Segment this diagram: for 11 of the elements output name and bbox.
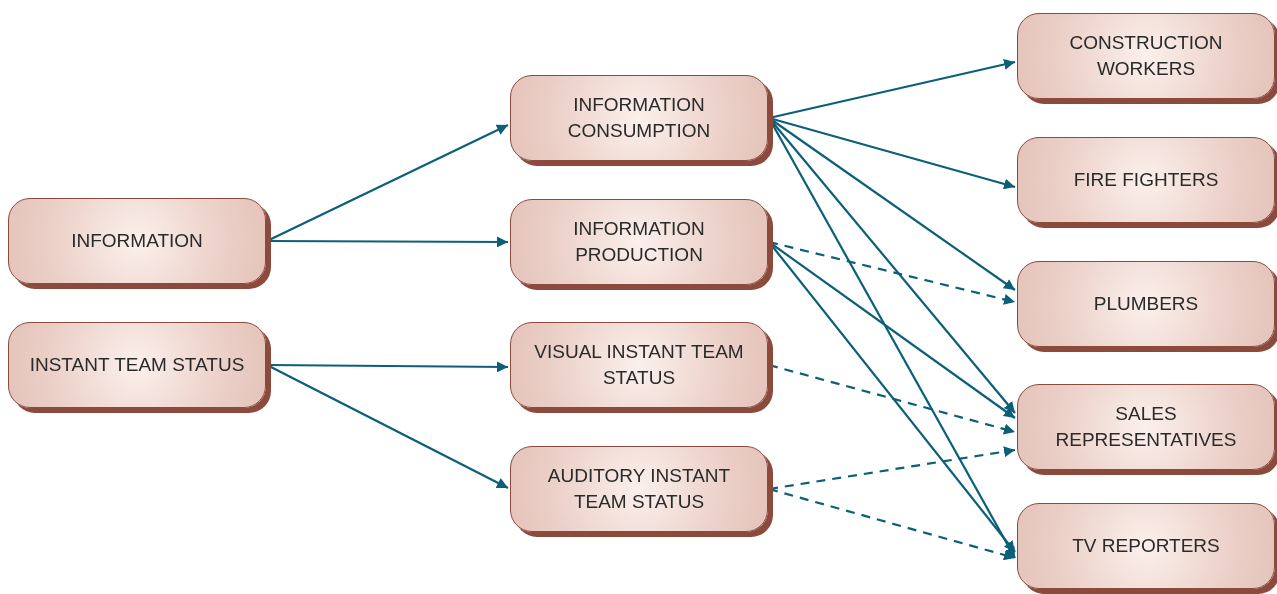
box-label: PLUMBERS [1093, 292, 1199, 316]
box-label: INFORMATION CONSUMPTION [566, 93, 712, 143]
box-label: SALES REPRESENTATIVES [1054, 402, 1238, 452]
box-label: INFORMATION PRODUCTION [572, 217, 706, 267]
box-label: INSTANT TEAM STATUS [29, 353, 245, 377]
box-label: CONSTRUCTION WORKERS [1068, 31, 1224, 81]
box-label: VISUAL INSTANT TEAM STATUS [533, 340, 745, 390]
box-label: FIRE FIGHTERS [1073, 168, 1219, 192]
box-label: TV REPORTERS [1072, 534, 1220, 558]
box-label: AUDITORY INSTANT TEAM STATUS [546, 464, 732, 514]
box-label: INFORMATION [71, 229, 203, 253]
